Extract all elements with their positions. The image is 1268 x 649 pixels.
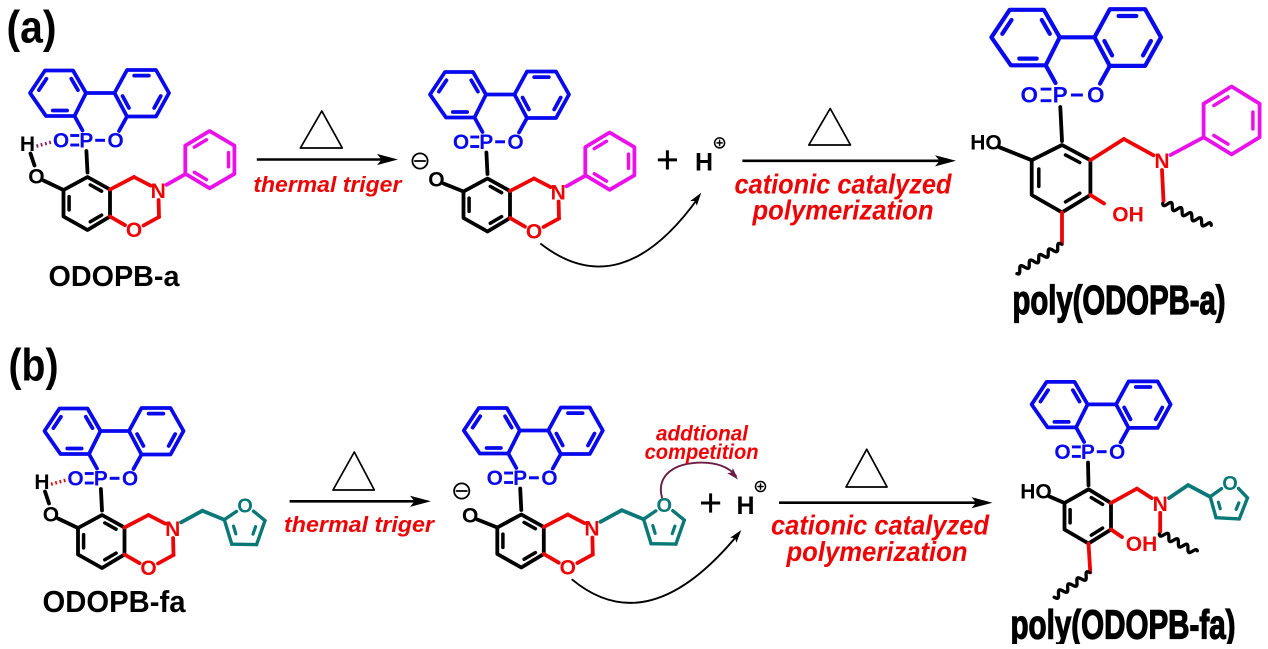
- svg-text:O: O: [67, 468, 83, 491]
- svg-text:HO: HO: [1020, 481, 1052, 504]
- svg-text:P: P: [79, 130, 93, 153]
- svg-text:thermal triger: thermal triger: [253, 172, 402, 197]
- svg-text:P: P: [1081, 441, 1095, 464]
- svg-text:O: O: [53, 130, 69, 153]
- svg-text:O: O: [1020, 83, 1038, 108]
- svg-text:ODOPB-a: ODOPB-a: [49, 261, 181, 293]
- svg-text:O: O: [526, 221, 542, 244]
- svg-text:O: O: [428, 169, 444, 192]
- svg-text:O: O: [237, 496, 253, 518]
- svg-text:H: H: [34, 471, 49, 494]
- svg-text:O: O: [453, 131, 469, 154]
- svg-text:O: O: [541, 467, 557, 490]
- svg-text:O: O: [1222, 473, 1238, 495]
- svg-text:H: H: [695, 148, 713, 176]
- svg-text:HO: HO: [970, 131, 1002, 154]
- svg-text:O: O: [43, 504, 59, 527]
- svg-text:O: O: [140, 557, 156, 580]
- svg-text:O: O: [560, 557, 576, 580]
- svg-text:OH: OH: [1126, 533, 1158, 556]
- svg-text:O: O: [1054, 441, 1070, 464]
- svg-text:O: O: [122, 468, 138, 491]
- svg-text:H: H: [736, 492, 754, 520]
- svg-text:O: O: [507, 131, 523, 154]
- svg-text:ODOPB-fa: ODOPB-fa: [43, 584, 187, 619]
- svg-text:(a): (a): [7, 2, 57, 53]
- svg-text:competition: competition: [645, 441, 759, 464]
- svg-text:poly(ODOPB-fa): poly(ODOPB-fa): [1011, 602, 1236, 645]
- svg-text:O: O: [107, 130, 123, 153]
- svg-text:P: P: [513, 467, 527, 490]
- svg-text:poly(ODOPB-a): poly(ODOPB-a): [1013, 277, 1226, 323]
- svg-text:polymerization: polymerization: [752, 195, 934, 226]
- svg-text:polymerization: polymerization: [786, 536, 968, 567]
- svg-text:H: H: [20, 133, 35, 156]
- svg-text:thermal triger: thermal triger: [284, 512, 436, 537]
- svg-text:P: P: [94, 468, 108, 491]
- svg-text:P: P: [479, 131, 493, 154]
- svg-text:(b): (b): [9, 340, 59, 391]
- svg-text:O: O: [28, 166, 44, 189]
- svg-text:P: P: [1053, 83, 1068, 108]
- svg-text:O: O: [1109, 441, 1125, 464]
- svg-text:O: O: [487, 467, 503, 490]
- svg-text:O: O: [657, 495, 673, 517]
- svg-text:O: O: [462, 505, 478, 528]
- svg-text:OH: OH: [1112, 204, 1144, 227]
- svg-text:O: O: [1087, 83, 1105, 108]
- svg-text:O: O: [126, 219, 142, 242]
